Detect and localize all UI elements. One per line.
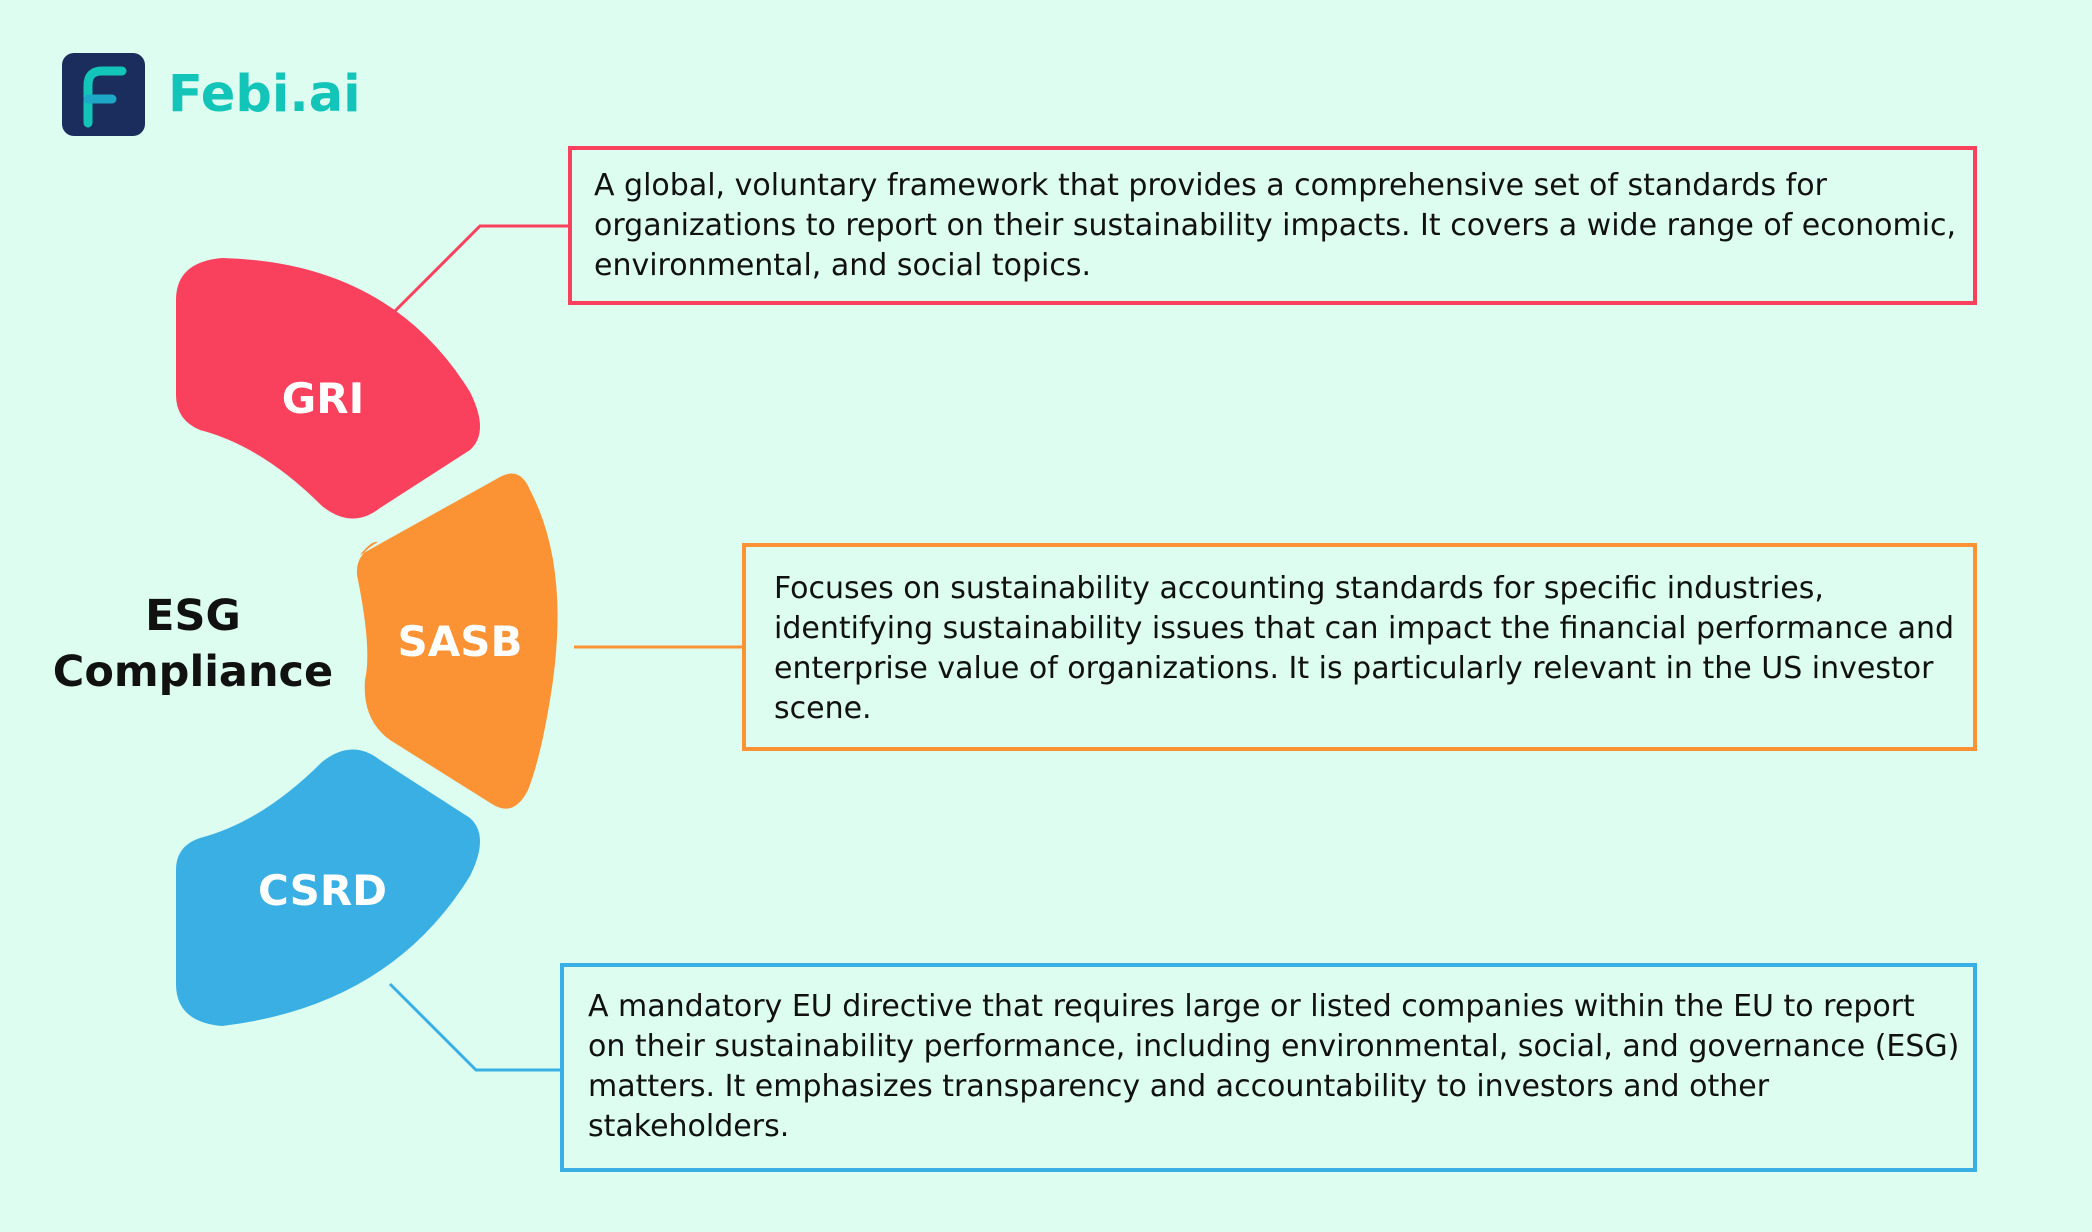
gri-connector <box>392 224 568 314</box>
center-title-line1: ESG <box>145 591 241 641</box>
febi-logo-icon <box>62 53 145 136</box>
sasb-description: Focuses on sustainability accounting sta… <box>774 571 1955 726</box>
sasb-label: SASB <box>397 617 523 666</box>
gri-description-box: A global, voluntary framework that provi… <box>568 146 1977 305</box>
sasb-description-box: Focuses on sustainability accounting sta… <box>742 543 1977 751</box>
gri-petal <box>176 258 480 519</box>
center-title-line2: Compliance <box>52 647 334 697</box>
csrd-description: A mandatory EU directive that requires l… <box>588 989 1960 1144</box>
gri-label: GRI <box>281 374 365 423</box>
gri-description: A global, voluntary framework that provi… <box>594 168 1957 283</box>
sasb-petal <box>356 473 558 809</box>
brand-name: Febi.ai <box>168 65 361 124</box>
csrd-petal <box>176 749 480 1026</box>
csrd-label: CSRD <box>257 866 388 915</box>
center-title: ESG Compliance <box>40 588 346 700</box>
csrd-connector <box>388 982 562 1072</box>
csrd-description-box: A mandatory EU directive that requires l… <box>560 963 1977 1172</box>
